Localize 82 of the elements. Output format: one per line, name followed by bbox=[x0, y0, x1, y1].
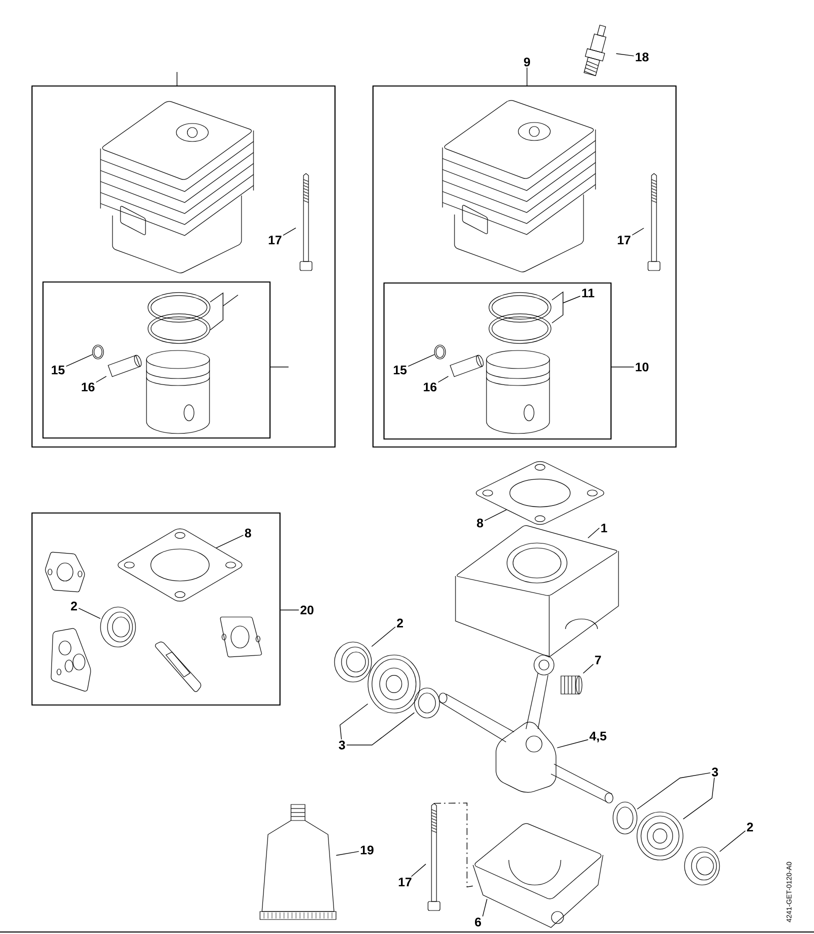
kit-frame bbox=[31, 512, 281, 706]
leader-line bbox=[96, 376, 107, 383]
leader-line bbox=[484, 509, 507, 522]
leader-line bbox=[482, 898, 488, 917]
callout-number: 9 bbox=[524, 58, 530, 66]
callout-number: 15 bbox=[52, 366, 65, 374]
leader-line bbox=[408, 354, 435, 367]
callout-number: 2 bbox=[396, 618, 403, 628]
leader-line bbox=[616, 53, 634, 56]
leader-line bbox=[270, 366, 289, 368]
cylinder-drawing bbox=[442, 100, 596, 272]
ball-bearing-drawing bbox=[368, 654, 420, 714]
callout-number: 17 bbox=[618, 236, 630, 244]
leader-line bbox=[346, 712, 415, 746]
gasket-drawing bbox=[118, 528, 242, 602]
kit-frame bbox=[31, 85, 336, 448]
piston-drawing bbox=[146, 350, 210, 434]
circlip-drawing bbox=[92, 344, 104, 360]
kit-frame bbox=[42, 281, 271, 439]
callout-number: 3 bbox=[338, 740, 346, 750]
leader-line bbox=[66, 354, 93, 367]
washer-drawing bbox=[414, 688, 440, 718]
piston-rings-drawing bbox=[488, 292, 552, 344]
callout-number: 17 bbox=[268, 236, 282, 244]
callout-number: 2 bbox=[70, 602, 77, 610]
leader-line bbox=[336, 851, 360, 856]
callout-number: 19 bbox=[360, 846, 374, 854]
callout-number: 15 bbox=[394, 366, 407, 374]
leader-line bbox=[552, 291, 581, 324]
leader-line bbox=[719, 830, 746, 852]
leader-line bbox=[438, 376, 449, 383]
callout-number: 16 bbox=[82, 382, 94, 392]
bolt-drawing bbox=[428, 803, 440, 911]
circlip-drawing bbox=[434, 344, 446, 360]
callout-number: 20 bbox=[300, 606, 314, 614]
piston-pin-drawing bbox=[450, 354, 484, 378]
callout-number: 3 bbox=[712, 768, 718, 776]
callout-number: 6 bbox=[474, 918, 482, 926]
callout-number: 8 bbox=[244, 528, 252, 538]
callout-number: 16 bbox=[424, 382, 436, 392]
grease-tube-drawing bbox=[260, 804, 336, 920]
washer-drawing bbox=[612, 802, 638, 834]
piston-drawing bbox=[486, 350, 550, 434]
leader-line bbox=[588, 528, 600, 538]
callout-number: 1 bbox=[601, 524, 608, 532]
ball-bearing-drawing bbox=[636, 812, 684, 860]
leader-line bbox=[632, 228, 644, 236]
callout-number: 10 bbox=[636, 362, 648, 372]
piston-pin-drawing bbox=[108, 354, 142, 378]
crankshaft-drawing bbox=[438, 654, 614, 804]
leader-line bbox=[611, 366, 634, 368]
callout-number: 11 bbox=[582, 288, 594, 298]
leader-line bbox=[434, 802, 474, 888]
oil-seal-drawing bbox=[334, 642, 372, 682]
leader-line bbox=[282, 228, 296, 236]
callout-number: 17 bbox=[398, 878, 412, 886]
needle-cage-drawing bbox=[560, 676, 582, 694]
leader-line bbox=[411, 864, 426, 877]
callout-number: 2 bbox=[746, 822, 753, 832]
callout-number: 8 bbox=[476, 518, 484, 528]
leader-line bbox=[682, 777, 715, 820]
cylinder-drawing bbox=[100, 101, 254, 274]
leader-line bbox=[636, 772, 711, 810]
oil-seal-drawing bbox=[684, 846, 720, 886]
leader-line bbox=[371, 626, 396, 647]
kit-frame bbox=[372, 85, 677, 448]
leader-line bbox=[556, 739, 588, 748]
kit-frame bbox=[383, 282, 612, 440]
leader-line bbox=[526, 67, 528, 86]
leader-line bbox=[176, 72, 178, 86]
leader-line bbox=[210, 292, 238, 330]
bolt-drawing bbox=[648, 173, 660, 271]
crankcase-drawing bbox=[472, 823, 604, 928]
callout-number: 18 bbox=[636, 52, 649, 62]
oil-seal-drawing bbox=[100, 606, 136, 648]
leader-line bbox=[216, 534, 244, 548]
bolt-drawing bbox=[300, 173, 312, 271]
leader-line bbox=[340, 704, 368, 740]
spark-plug-drawing bbox=[584, 24, 606, 76]
leader-line bbox=[582, 664, 594, 674]
piston-rings-drawing bbox=[148, 292, 210, 344]
leader-line bbox=[78, 608, 101, 619]
